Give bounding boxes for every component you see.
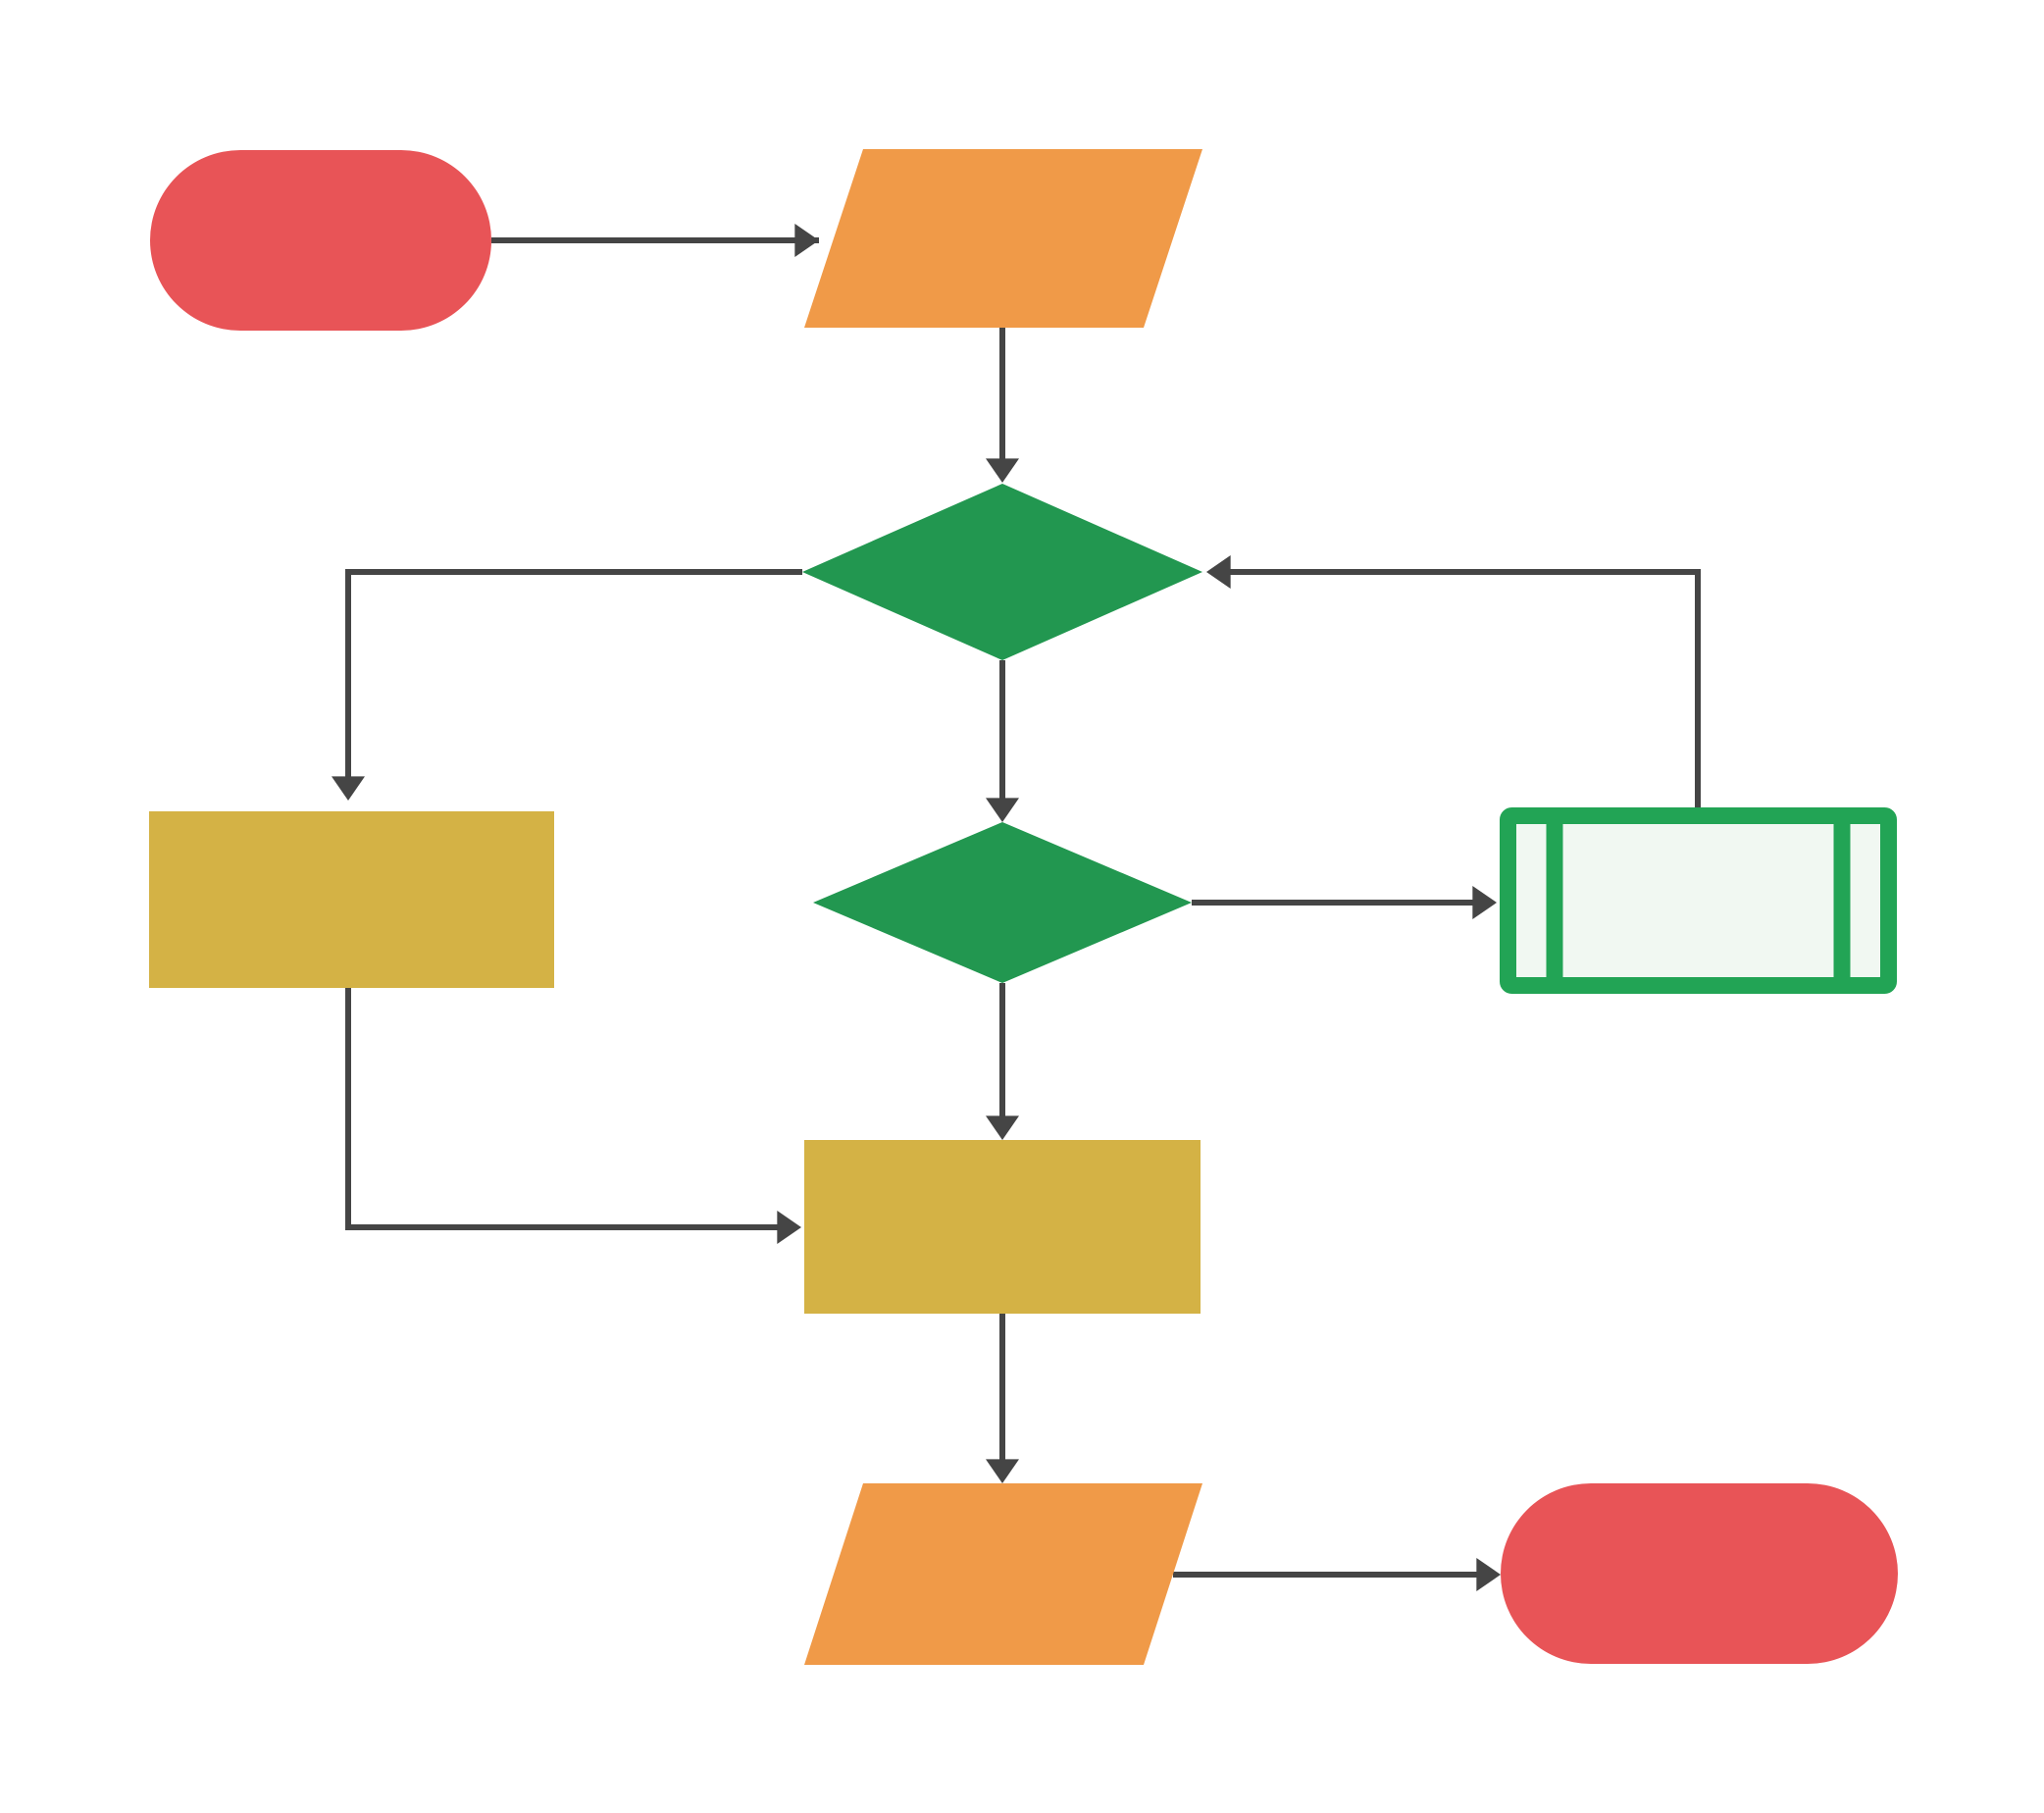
- end-terminator-body: [1501, 1483, 1898, 1664]
- edge-subroutine-to-decision1-line: [1220, 569, 1701, 807]
- start-terminator-body: [150, 150, 491, 331]
- edge-decision1-to-left-process: [332, 569, 802, 801]
- edge-center-process-to-output: [986, 1314, 1019, 1483]
- predefined-process-box[interactable]: [1500, 807, 1897, 994]
- edge-decision2-to-center-process: [986, 983, 1019, 1140]
- edge-decision2-to-subroutine-arrowhead: [1472, 886, 1497, 919]
- edge-left-process-to-center-process: [345, 988, 801, 1244]
- left-process-box-body: [149, 811, 554, 988]
- center-process-box[interactable]: [804, 1140, 1201, 1314]
- edge-center-process-to-output-arrowhead: [986, 1459, 1019, 1483]
- edge-decision1-to-left-process-arrowhead: [332, 776, 365, 801]
- input-io-body: [804, 149, 1202, 328]
- edge-subroutine-to-decision1-arrowhead: [1206, 555, 1231, 589]
- first-decision-diamond-body: [802, 484, 1202, 660]
- edge-decision2-to-center-process-arrowhead: [986, 1115, 1019, 1140]
- edge-decision1-to-decision2: [986, 660, 1019, 822]
- edge-left-process-to-center-process-arrowhead: [777, 1211, 801, 1244]
- predefined-process-box-body: [1500, 807, 1897, 994]
- edge-input-to-decision1-arrowhead: [986, 458, 1019, 483]
- connectors-layer: [332, 224, 1701, 1591]
- edge-start-to-input-arrowhead: [794, 224, 819, 257]
- first-decision-diamond[interactable]: [802, 484, 1202, 660]
- left-process-box[interactable]: [149, 811, 554, 988]
- edge-decision1-to-decision2-arrowhead: [986, 798, 1019, 822]
- input-io[interactable]: [804, 149, 1202, 328]
- second-decision-diamond[interactable]: [813, 822, 1192, 983]
- edge-decision2-to-subroutine: [1192, 886, 1497, 919]
- start-terminator[interactable]: [150, 150, 491, 331]
- edge-input-to-decision1: [986, 328, 1019, 483]
- output-io[interactable]: [804, 1483, 1202, 1665]
- edge-start-to-input: [491, 224, 819, 257]
- edge-left-process-to-center-process-line: [345, 988, 788, 1230]
- nodes-layer: [149, 149, 1898, 1665]
- second-decision-diamond-body: [813, 822, 1192, 983]
- edge-output-to-end-arrowhead: [1476, 1558, 1501, 1591]
- edge-decision1-to-left-process-line: [345, 569, 802, 787]
- center-process-box-body: [804, 1140, 1201, 1314]
- output-io-body: [804, 1483, 1202, 1665]
- edge-subroutine-to-decision1: [1206, 555, 1701, 807]
- edge-output-to-end: [1173, 1558, 1501, 1591]
- end-terminator[interactable]: [1501, 1483, 1898, 1664]
